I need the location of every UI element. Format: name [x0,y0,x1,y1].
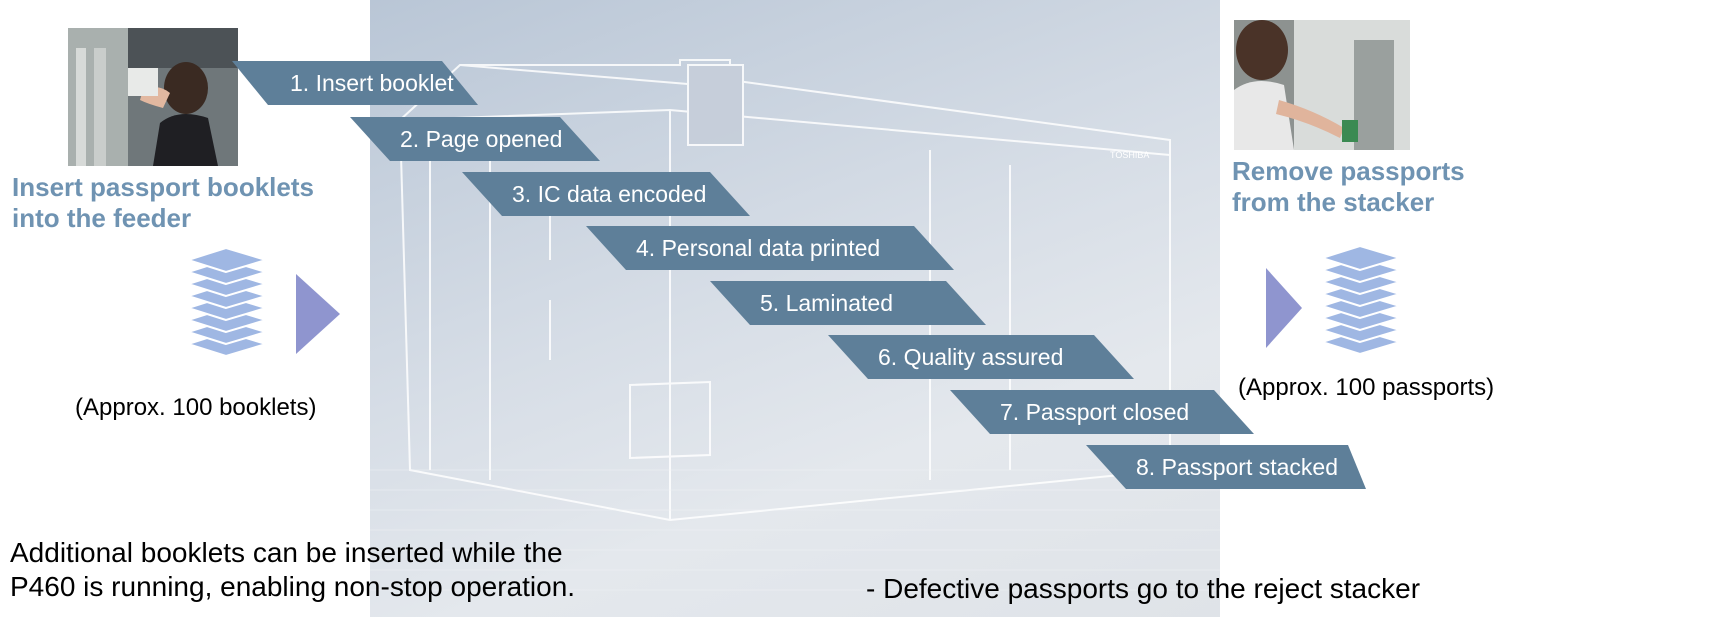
step-passport-stacked: 8. Passport stacked [1086,445,1366,489]
stacker-caption-line1: Remove passports [1232,156,1465,186]
feeder-caption-line1: Insert passport booklets [12,172,314,202]
stacker-caption-line2: from the stacker [1232,187,1435,217]
nonstop-note-line2: P460 is running, enabling non-stop opera… [10,571,576,602]
step-laminated: 5. Laminated [710,281,986,325]
step-page-opened: 2. Page opened [350,117,600,161]
step-passport-closed: 7. Passport closed [950,390,1254,434]
brand-label: TOSHIBA [1110,150,1149,160]
step-ic-data-encoded: 3. IC data encoded [462,172,750,216]
feeder-caption-line2: into the feeder [12,203,192,233]
step-personal-data-printed: 4. Personal data printed [586,226,954,270]
booklet-stack-icon [184,244,344,374]
step-insert-booklet: 1. Insert booklet [232,61,478,105]
stacker-caption: Remove passports from the stacker [1232,156,1465,218]
passport-count: (Approx. 100 passports) [1238,374,1495,401]
step-quality-assured: 6. Quality assured [828,335,1134,379]
feeder-photo [68,28,238,166]
reject-note: - Defective passports go to the reject s… [866,573,1421,604]
stacker-photo [1234,20,1410,150]
booklet-count: (Approx. 100 booklets) [75,394,317,421]
passport-stack-icon [1262,230,1422,360]
nonstop-note-line1: Additional booklets can be inserted whil… [10,537,563,568]
nonstop-note: Additional booklets can be inserted whil… [10,536,575,604]
feeder-caption: Insert passport booklets into the feeder [12,172,314,234]
